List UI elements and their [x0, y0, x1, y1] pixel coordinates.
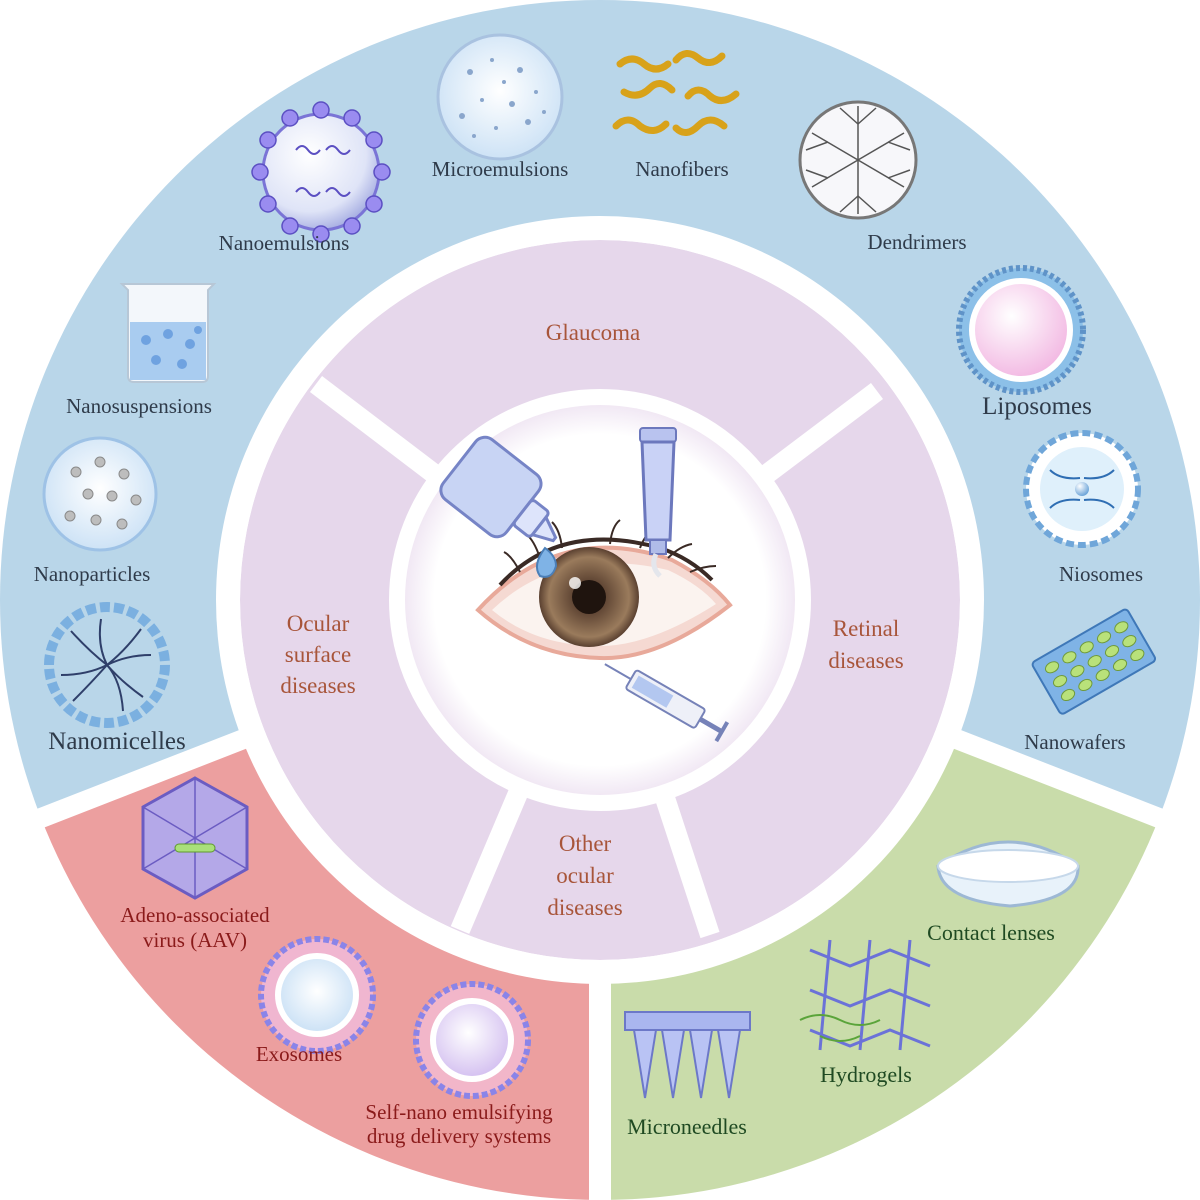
label-microemulsions: Microemulsions: [432, 157, 569, 181]
label-aav-2: virus (AAV): [143, 928, 247, 952]
upper-lashes: [498, 537, 714, 587]
snedds-icon: [413, 981, 531, 1099]
lash-strokes: [503, 519, 717, 573]
syringe-plunger: [698, 716, 724, 734]
label-hydrogels: Hydrogels: [820, 1062, 912, 1087]
pupil: [572, 580, 606, 614]
sector-other-3: diseases: [547, 895, 622, 920]
tube-nozzle: [649, 539, 667, 555]
nanosuspension-beaker-icon: [119, 283, 217, 383]
label-aav-1: Adeno-associated: [120, 903, 270, 927]
label-nanowafers: Nanowafers: [1024, 730, 1125, 754]
label-nanofibers: Nanofibers: [635, 157, 728, 181]
syringe: [604, 663, 730, 743]
bottle-tip: [529, 514, 558, 543]
sector-glaucoma: Glaucoma: [546, 320, 641, 345]
label-nanosuspensions: Nanosuspensions: [66, 394, 212, 418]
sector-retinal-1: Retinal: [833, 616, 899, 641]
syringe-thumb: [714, 721, 730, 743]
dendrimer-icon: [798, 100, 918, 220]
eye-drop-bottle: [439, 435, 558, 578]
nanofiber-icon: [612, 50, 740, 136]
nanomicelle-icon: [44, 602, 170, 728]
label-microneedles: Microneedles: [627, 1114, 747, 1139]
label-dendrimers: Dendrimers: [867, 230, 966, 254]
tube-body: [640, 440, 676, 542]
label-snedds-1: Self-nano emulsifying: [365, 1100, 553, 1124]
niosome-icon: [1023, 430, 1141, 548]
label-nanoemulsions: Nanoemulsions: [219, 231, 350, 255]
label-nanomicelles: Nanomicelles: [48, 728, 185, 755]
sector-ocular-surface-1: Ocular: [287, 611, 350, 636]
liposome-icon: [956, 265, 1086, 395]
tube-crimp: [639, 427, 677, 443]
label-nanoparticles: Nanoparticles: [34, 562, 151, 586]
label-niosomes: Niosomes: [1059, 562, 1143, 586]
label-snedds-2: drug delivery systems: [367, 1124, 551, 1148]
syringe-needle: [604, 663, 632, 680]
ointment-tube: [639, 427, 677, 578]
sector-ocular-surface-2: surface: [285, 642, 351, 667]
sector-other-2: ocular: [556, 863, 614, 888]
label-liposomes: Liposomes: [982, 393, 1092, 420]
eye-illustration: [475, 519, 733, 661]
nanowafer-icon: [1031, 608, 1156, 715]
label-contact-lenses: Contact lenses: [927, 920, 1055, 945]
sector-retinal-2: diseases: [828, 648, 903, 673]
microemulsion-icon: [436, 33, 564, 161]
label-exosomes: Exosomes: [256, 1042, 342, 1066]
eye-drop: [535, 546, 558, 578]
exosome-icon: [258, 936, 376, 1054]
nanoemulsion-icon: [251, 101, 391, 243]
hydrogel-icon: [799, 939, 931, 1051]
eye-highlight: [569, 577, 581, 589]
contact-lens-icon: [936, 840, 1080, 908]
sector-other-1: Other: [559, 831, 612, 856]
aav-capsid-icon: [141, 776, 249, 900]
nanoparticle-icon: [42, 436, 158, 552]
tube-gel: [651, 552, 662, 578]
sector-ocular-surface-3: diseases: [280, 673, 355, 698]
syringe-liquid: [631, 675, 674, 708]
microneedle-icon: [624, 1011, 751, 1099]
